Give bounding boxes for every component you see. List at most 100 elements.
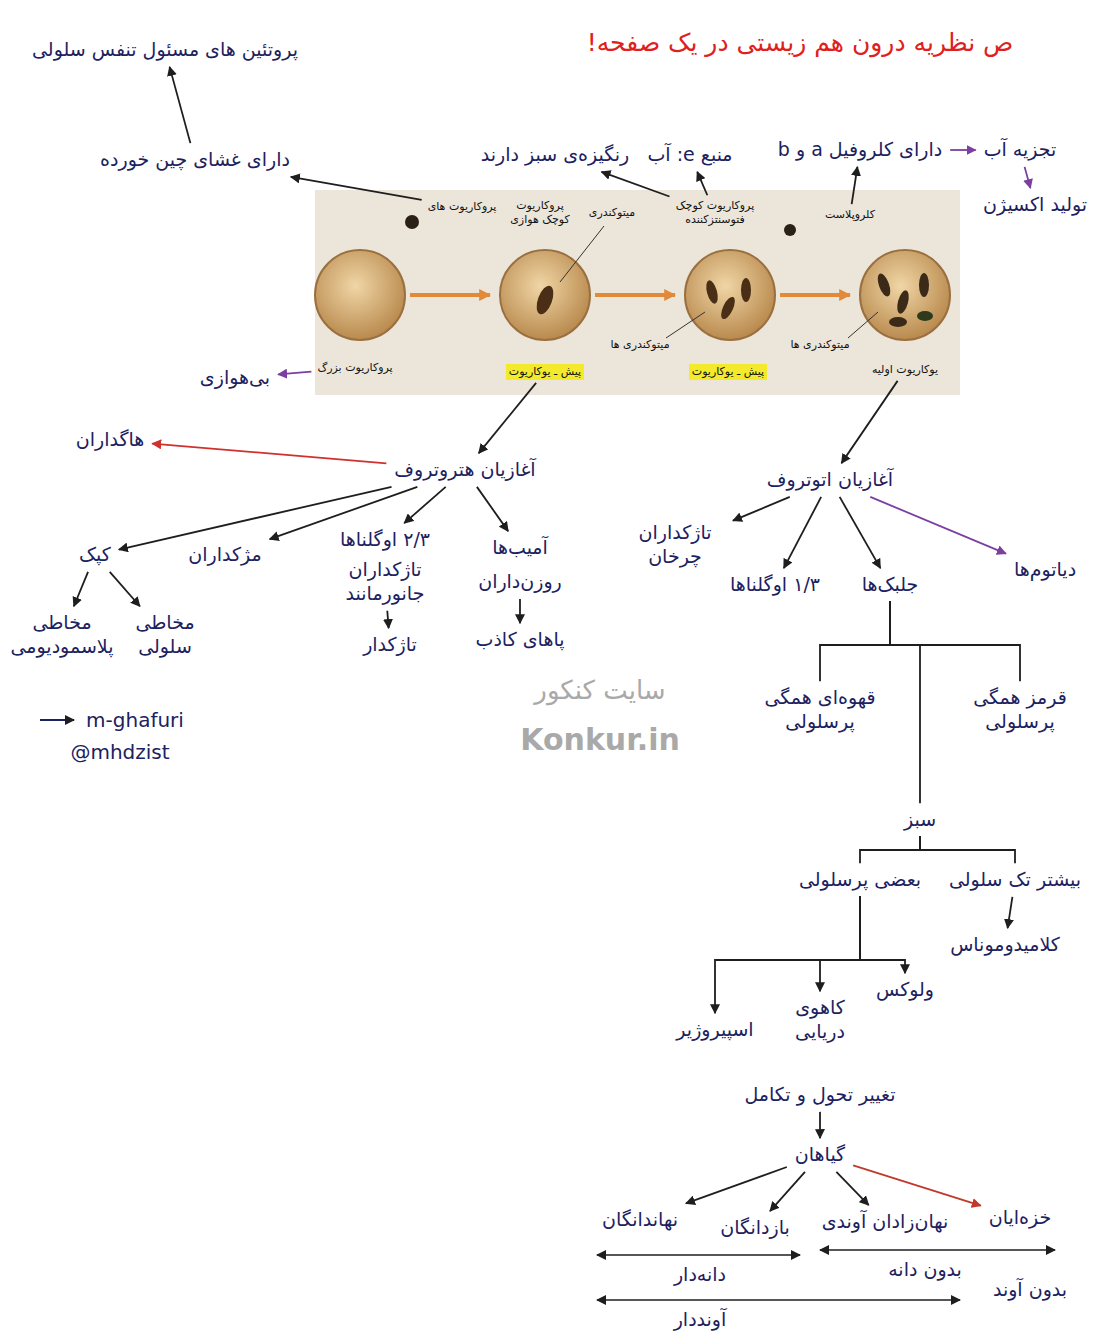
- label-text: میتوکندری: [589, 206, 635, 220]
- photo-label-node: پروکاریوت های: [425, 199, 500, 215]
- note-label: آونددار: [670, 1307, 731, 1333]
- concept-node: ۲/۳ اوگلناها: [335, 526, 435, 554]
- arrow-connector: [840, 497, 881, 568]
- node-text: نهان‌زادان آوندی: [822, 1210, 949, 1234]
- arrow-connector: [733, 497, 790, 521]
- concept-node: آغازیان اتوتروف: [762, 466, 898, 494]
- node-text: تاژکدار: [363, 633, 417, 657]
- node-text: تاژکداران چرخان: [625, 521, 725, 569]
- node-text: تغییر تحول و تکامل: [744, 1083, 895, 1107]
- node-text: قرمز همگی پرسلولی: [960, 686, 1080, 734]
- node-text: آمیب‌ها: [492, 536, 548, 560]
- signature: m-ghafuri: [82, 707, 188, 734]
- concept-node: بی‌هوازی: [195, 364, 275, 392]
- node-text: بی‌هوازی: [200, 366, 270, 390]
- node-text: منبع e: آب: [647, 143, 732, 167]
- leader-lines: [560, 226, 878, 338]
- arrow-connector: [890, 601, 920, 803]
- arrow-connector: [291, 177, 422, 200]
- label-text: دانه‌دار: [674, 1263, 726, 1287]
- concept-node: بازدانگان: [715, 1214, 795, 1242]
- node-text: پروکاریوت بزرگ: [317, 361, 392, 375]
- node-text: پاهای کاذب: [476, 628, 565, 652]
- concept-node: منبع e: آب: [642, 141, 737, 169]
- photo-label-node: پیش ـ یوکاریوت: [506, 364, 584, 380]
- node-text: نهاندانگان: [602, 1208, 678, 1232]
- node-text: دارای کلروفیل a و b: [778, 138, 942, 162]
- concept-node: روزن‌داران: [473, 568, 567, 596]
- arrow-connector: [852, 167, 858, 204]
- signature-arrow: [40, 719, 74, 721]
- concept-node: قهوه‌ای همگی پرسلولی: [755, 684, 885, 736]
- label-text: پروکاریوت کوچک هوازی: [509, 199, 571, 227]
- concept-node: آمیب‌ها: [487, 534, 553, 562]
- arrow-connector: [950, 149, 975, 151]
- node-text: روزن‌داران: [478, 570, 562, 594]
- concept-node: سبز: [899, 806, 941, 834]
- arrow-connector: [860, 896, 905, 973]
- arrow-connector: [820, 601, 890, 681]
- node-text: آغازیان اتوتروف: [767, 468, 893, 492]
- concept-node: مخاطی پلاسمودیومی: [6, 609, 119, 661]
- cells: [315, 215, 950, 340]
- concept-node: هاگداران: [71, 426, 150, 454]
- node-text: هاگداران: [76, 428, 145, 452]
- node-text: سبز: [904, 808, 936, 832]
- concept-node: بعضی پرسلولی: [794, 866, 926, 894]
- concept-node: تجزیه آب: [979, 136, 1062, 164]
- node-text: مخاطی سلولی: [130, 611, 200, 659]
- concept-node: تاژکداران جانورمانند: [310, 556, 460, 608]
- node-text: کلامیدوموناس: [950, 933, 1060, 957]
- arrow-connector: [870, 497, 1006, 554]
- arrow-connector: [920, 836, 1015, 863]
- arrow-connector: [784, 497, 821, 568]
- concept-node: نهان‌زادان آوندی: [817, 1208, 954, 1236]
- node-text: پیش ـ یوکاریوت: [692, 365, 764, 379]
- arrow-connector: [404, 487, 445, 523]
- arrow-connector: [519, 599, 521, 623]
- photo-arrows: [410, 293, 850, 297]
- concept-node: دارای کلروفیل a و b: [773, 136, 947, 164]
- node-text: جلبک‌ها: [862, 573, 919, 597]
- label-text: میتوکندری ها: [610, 338, 669, 352]
- arrow-connector: [74, 572, 88, 606]
- node-text: گیاهان: [795, 1143, 845, 1167]
- node-text: پیش ـ یوکاریوت: [509, 365, 581, 379]
- arrow-connector: [697, 172, 707, 195]
- concept-node: تاژکداران چرخان: [620, 519, 730, 571]
- photo-ground: [315, 190, 960, 395]
- arrow-connector: [387, 611, 388, 628]
- concept-node: ۱/۳ اوگلناها: [725, 571, 825, 599]
- concept-node: آغازیان هتروتروف: [389, 456, 540, 484]
- arrow-connector: [479, 383, 536, 453]
- concept-node: کاهوی دریایی: [780, 994, 860, 1046]
- arrow-connector: [820, 896, 860, 991]
- note-label: میتوکندری: [585, 205, 639, 221]
- arrow-connector: [110, 572, 140, 606]
- node-text: کپک: [79, 543, 111, 567]
- label-text: آونددار: [674, 1308, 727, 1332]
- photo-label-node: پیش ـ یوکاریوت: [689, 364, 767, 380]
- node-text: اسپیروژیر: [676, 1018, 753, 1042]
- node-text: رنگیزه‌ی سبز دارند: [481, 143, 629, 167]
- concept-node: نهاندانگان: [597, 1206, 683, 1234]
- concept-node: دارای غشای چین خورده: [95, 146, 295, 174]
- arrow-connector: [836, 1172, 868, 1205]
- node-text: قهوه‌ای همگی پرسلولی: [760, 686, 880, 734]
- node-text: پروکاریوت کوچک فتوسنتزکننده: [676, 199, 755, 227]
- arrow-connector: [853, 1165, 981, 1205]
- note-label: بدون دانه: [884, 1257, 966, 1283]
- arrow-connector: [602, 172, 670, 197]
- label-text: Konkur.in: [520, 721, 680, 759]
- label-text: بدون دانه: [888, 1258, 962, 1282]
- arrow-connector: [819, 1112, 821, 1138]
- concept-node: پاهای کاذب: [471, 626, 570, 654]
- arrow-connector: [1008, 897, 1013, 928]
- node-text: تجزیه آب: [984, 138, 1057, 162]
- node-text: دارای غشای چین خورده: [100, 148, 290, 172]
- node-text: دیاتوم‌ها: [1014, 558, 1076, 582]
- range-brackets: [597, 1250, 1055, 1300]
- label-text: بدون آوند: [993, 1278, 1067, 1302]
- label-text: @mhdzist: [70, 740, 169, 765]
- concept-node: رنگیزه‌ی سبز دارند: [476, 141, 634, 169]
